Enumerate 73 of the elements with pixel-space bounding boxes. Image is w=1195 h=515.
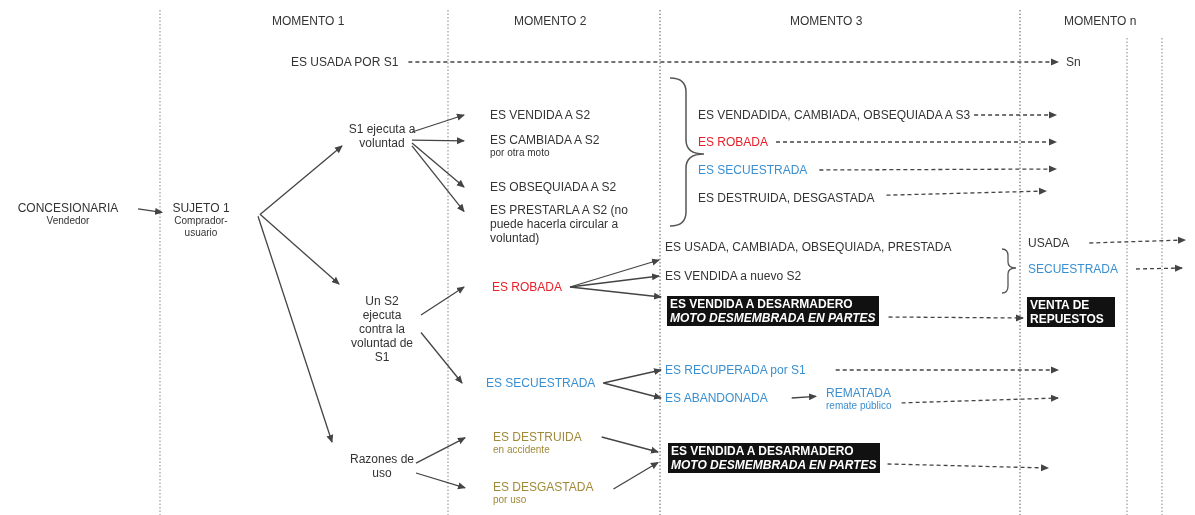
state-label: ES ROBADA (698, 135, 769, 149)
state-label: ES OBSEQUIADA A S2 (490, 180, 617, 194)
column-heading: MOMENTO 3 (790, 14, 863, 28)
state-label: ES SECUESTRADA (698, 163, 808, 177)
state-label: VENTA DE REPUESTOS (1030, 298, 1105, 326)
state-label: SECUESTRADA (1028, 262, 1119, 276)
state-label: REMATADA (826, 386, 892, 400)
state-label: ES PRESTARLA A S2 (no puede hacerla circular a voluntad) (490, 203, 629, 245)
arrow (259, 145, 343, 216)
sub-label: Comprador-usuario (173, 215, 229, 239)
state-label: ES DESTRUIDA (493, 430, 582, 444)
arrow (257, 215, 334, 443)
sub-label: Vendedor (45, 215, 91, 227)
highlight-box (667, 296, 879, 326)
state-label: ES VENDIDA A DESARMADERO (671, 444, 855, 458)
sub-label: por otra moto (490, 147, 551, 159)
state-label: MOTO DESMEMBRADA EN PARTES (670, 311, 876, 325)
dashed-arrow (835, 366, 1059, 374)
state-label: ES CAMBIADA A S2 (490, 133, 600, 147)
state-label: Un S2 ejecuta contra la voluntad de S1 (349, 294, 415, 364)
state-label: ES DESGASTADA (493, 480, 594, 494)
highlight-box (668, 443, 880, 473)
sub-label: remate público (826, 400, 892, 412)
state-label: MOTO DESMEMBRADA EN PARTES (671, 458, 877, 472)
arrow (569, 286, 662, 300)
state-label: ES VENDIDA a nuevo S2 (665, 269, 802, 283)
dashed-arrow (818, 165, 1057, 173)
arrow (420, 286, 465, 316)
state-label: ES DESTRUIDA, DESGASTADA (698, 191, 875, 205)
dashed-arrow (775, 138, 1057, 146)
arrow (411, 142, 465, 188)
arrow (411, 145, 465, 213)
state-label: ES ROBADA (492, 280, 563, 294)
state-label: Razones de uso (348, 452, 415, 480)
actor-label: CONCESIONARIA (16, 201, 120, 215)
arrow (602, 368, 662, 384)
arrow (612, 461, 659, 490)
dashed-arrow (973, 111, 1057, 119)
arrow (411, 137, 465, 145)
arrow (601, 436, 659, 454)
state-label: ES USADA, CAMBIADA, OBSEQUIADA, PRESTADA (665, 240, 952, 254)
arrow (602, 382, 662, 400)
arrow (415, 437, 466, 464)
sub-label: por uso (493, 494, 528, 506)
state-label: ES ABANDONADA (665, 391, 768, 405)
dashed-arrow (885, 187, 1047, 196)
dashed-arrow (1135, 264, 1183, 272)
dashed-arrow (900, 394, 1059, 404)
state-label: ES VENDADIDA, CAMBIADA, OBSEQUIADA A S3 (698, 108, 971, 122)
highlight-box (1027, 297, 1115, 327)
state-label: ES SECUESTRADA (486, 376, 596, 390)
arrow (569, 273, 660, 288)
column-heading: MOMENTO n (1064, 14, 1137, 28)
dashed-arrow (886, 463, 1049, 472)
arrow (259, 213, 340, 285)
column-heading: MOMENTO 1 (272, 14, 345, 28)
dashed-arrow (407, 58, 1059, 66)
state-label: S1 ejecuta a voluntad (347, 122, 417, 150)
state-label: ES RECUPERADA por S1 (665, 363, 806, 377)
sub-label: en accidente (493, 444, 551, 456)
dashed-arrow (887, 314, 1024, 322)
dashed-arrow (1088, 236, 1186, 244)
state-label: Sn (1066, 55, 1081, 69)
arrow (415, 472, 466, 490)
state-label: ES VENDIDA A DESARMADERO (670, 297, 854, 311)
state-label: ES USADA POR S1 (291, 55, 399, 69)
actor-label: SUJETO 1 (171, 201, 231, 215)
arrow (420, 331, 463, 384)
state-label: USADA (1028, 236, 1070, 250)
column-heading: MOMENTO 2 (514, 14, 587, 28)
arrow (791, 393, 817, 401)
state-label: ES VENDIDA A S2 (490, 108, 591, 122)
arrow (137, 207, 163, 215)
